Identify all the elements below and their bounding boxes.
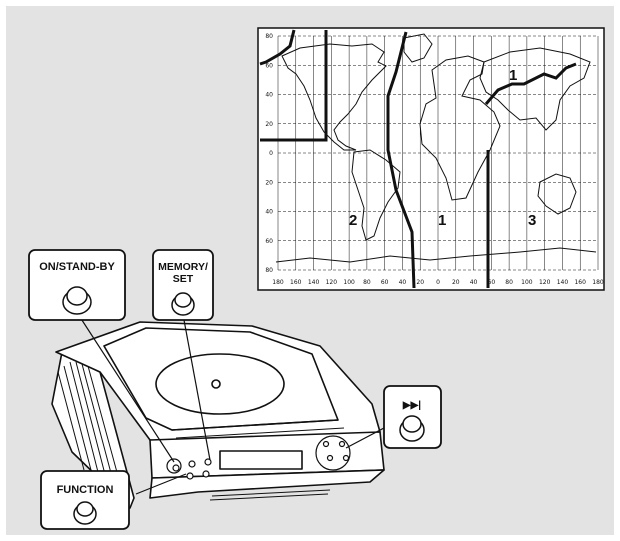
longitude-tick-label: 80 <box>363 279 371 286</box>
latitude-tick-label: 60 <box>265 62 273 69</box>
display-window <box>220 451 302 469</box>
latitude-tick-label: 80 <box>265 267 273 274</box>
skip-forward-callout: ▶▶| <box>384 386 441 448</box>
longitude-tick-label: 120 <box>539 279 551 286</box>
memory-set-label-line1: MEMORY/ <box>158 261 208 273</box>
latitude-tick-label: 20 <box>265 179 273 186</box>
longitude-tick-label: 160 <box>290 279 302 286</box>
longitude-tick-label: 40 <box>470 279 478 286</box>
latitude-tick-label: 0 <box>269 150 273 157</box>
region-number-1-north: 1 <box>509 67 517 84</box>
longitude-tick-label: 100 <box>343 279 355 286</box>
longitude-tick-label: 60 <box>381 279 389 286</box>
longitude-tick-label: 40 <box>399 279 407 286</box>
longitude-tick-label: 0 <box>436 279 440 286</box>
on-standby-callout: ON/STAND-BY <box>29 250 125 320</box>
latitude-tick-label: 40 <box>265 209 273 216</box>
skip-forward-icon: ▶▶| <box>402 400 421 411</box>
longitude-tick-label: 120 <box>326 279 338 286</box>
latitude-tick-label: 60 <box>265 238 273 245</box>
cd-spindle <box>212 380 220 388</box>
longitude-tick-label: 80 <box>505 279 513 286</box>
skip-forward-button-icon <box>400 416 424 441</box>
longitude-tick-label: 140 <box>557 279 569 286</box>
memory-set-callout: MEMORY/ SET <box>153 250 213 320</box>
longitude-tick-label: 100 <box>521 279 533 286</box>
region-number-3: 3 <box>528 212 536 229</box>
function-callout: FUNCTION <box>41 471 129 529</box>
latitude-tick-label: 20 <box>265 121 273 128</box>
latitude-tick-label: 40 <box>265 92 273 99</box>
longitude-tick-label: 20 <box>416 279 424 286</box>
latitude-tick-label: 80 <box>265 33 273 40</box>
function-button-icon <box>74 502 96 524</box>
world-region-map: 1 2 1 3 80 60 40 20 0 20 40 60 80 180 160 140 120 10… <box>258 28 604 290</box>
longitude-tick-label: 60 <box>488 279 496 286</box>
memory-set-button-icon <box>172 293 194 315</box>
on-standby-label: ON/STAND-BY <box>39 261 115 273</box>
longitude-tick-label: 160 <box>574 279 586 286</box>
memory-set-label-line2: SET <box>173 273 194 285</box>
longitude-tick-label: 180 <box>592 279 604 286</box>
region-number-1-south: 1 <box>438 212 446 229</box>
function-label: FUNCTION <box>57 484 114 496</box>
longitude-tick-label: 140 <box>308 279 320 286</box>
map-frame <box>258 28 604 290</box>
longitude-tick-label: 180 <box>272 279 284 286</box>
region-number-2: 2 <box>349 212 357 229</box>
longitude-tick-label: 20 <box>452 279 460 286</box>
